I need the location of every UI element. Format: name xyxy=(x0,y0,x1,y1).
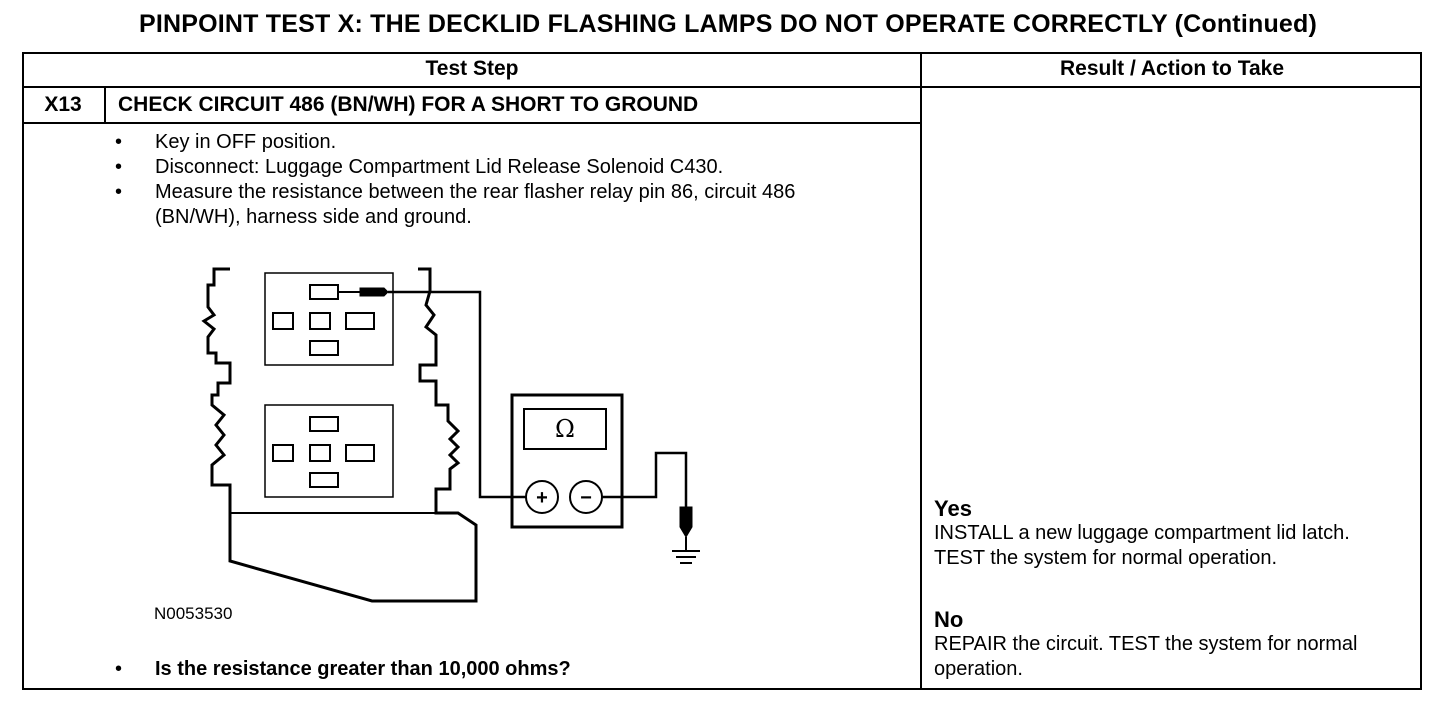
step-row-divider xyxy=(22,122,922,124)
step-instructions: Key in OFF position. Disconnect: Luggage… xyxy=(112,130,912,230)
meter-plus-terminal xyxy=(525,480,559,514)
result-yes-label: Yes xyxy=(934,496,972,521)
step-question: Is the resistance greater than 10,000 oh… xyxy=(112,658,571,681)
minus-symbol: − xyxy=(580,487,592,509)
terminal-pin xyxy=(309,472,339,488)
terminal-pin xyxy=(309,312,331,330)
terminal-pin xyxy=(345,444,375,462)
terminal-pin xyxy=(272,312,294,330)
instruction-item: Key in OFF position. xyxy=(112,130,912,155)
ohmmeter xyxy=(510,393,624,529)
result-no-text: REPAIR the circuit. TEST the system for … xyxy=(934,633,1358,680)
step-id: X13 xyxy=(44,93,82,116)
figure-id: N0053530 xyxy=(154,604,233,623)
connector-ohmmeter-diagram: Ω + − xyxy=(201,267,700,603)
result-no-label: No xyxy=(934,607,964,632)
terminal-pin-86 xyxy=(309,284,339,300)
upper-relay-socket xyxy=(264,272,394,366)
pinpoint-test-table xyxy=(22,52,1422,690)
lower-relay-socket xyxy=(264,404,394,498)
terminal-pin xyxy=(272,444,294,462)
header-divider xyxy=(22,86,1422,88)
connector-housing xyxy=(201,267,478,603)
header-test-step: Test Step xyxy=(425,57,519,80)
plus-symbol: + xyxy=(536,487,548,509)
probe-tip xyxy=(359,287,389,297)
result-no: No REPAIR the circuit. TEST the system f… xyxy=(934,608,1404,682)
ground-symbol xyxy=(672,550,700,564)
instruction-item: Measure the resistance between the rear … xyxy=(112,180,885,230)
step-title: CHECK CIRCUIT 486 (BN/WH) FOR A SHORT TO… xyxy=(118,93,699,116)
page-title: PINPOINT TEST X: THE DECKLID FLASHING LA… xyxy=(138,10,1318,38)
terminal-pin xyxy=(345,312,375,330)
negative-test-lead xyxy=(602,451,688,507)
ground-probe xyxy=(679,506,693,538)
result-yes: Yes INSTALL a new luggage compartment li… xyxy=(934,497,1404,571)
header-result-action: Result / Action to Take xyxy=(1059,57,1285,80)
ohmmeter-display xyxy=(523,408,607,450)
terminal-pin xyxy=(309,340,339,356)
step-id-divider xyxy=(104,88,106,124)
result-yes-text: INSTALL a new luggage compartment lid la… xyxy=(934,522,1350,569)
terminal-pin xyxy=(309,444,331,462)
instruction-item: Disconnect: Luggage Compartment Lid Rele… xyxy=(112,155,912,180)
terminal-pin xyxy=(309,416,339,432)
positive-test-lead xyxy=(388,290,526,499)
column-divider xyxy=(920,52,922,690)
ohm-symbol: Ω xyxy=(555,415,575,443)
